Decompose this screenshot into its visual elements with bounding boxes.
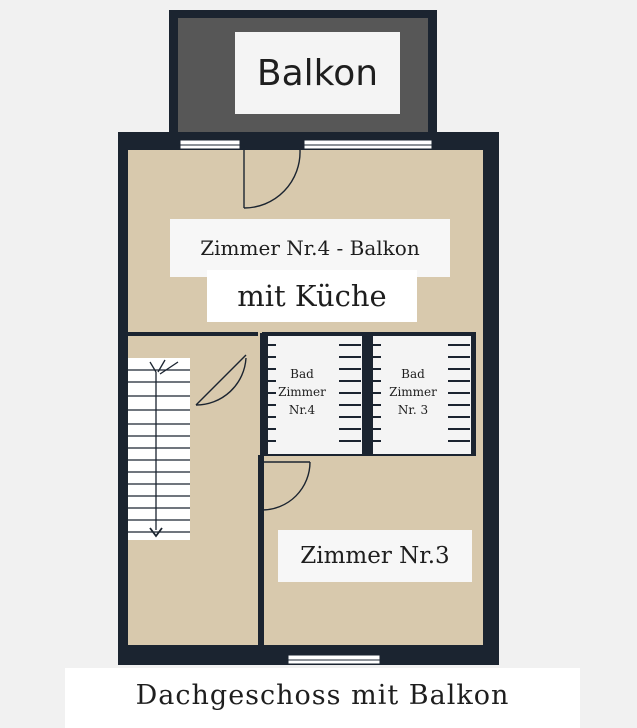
floor-caption: Dachgeschoss mit Balkon bbox=[65, 668, 580, 728]
staircase bbox=[128, 358, 190, 540]
interior-wall bbox=[258, 455, 264, 645]
bathroom-4-label: Bad Zimmer Nr.4 bbox=[278, 367, 326, 417]
bathroom-3-label: Bad Zimmer Nr. 3 bbox=[389, 367, 437, 417]
bathrooms bbox=[262, 332, 476, 456]
balcony-label: Balkon bbox=[235, 32, 400, 114]
room-4-label: Zimmer Nr.4 - Balkon bbox=[170, 219, 450, 277]
room-4-kitchen-label: mit Küche bbox=[207, 270, 417, 322]
room-3-label: Zimmer Nr.3 bbox=[278, 530, 472, 582]
interior-wall-stub bbox=[128, 332, 258, 336]
windows bbox=[179, 139, 433, 665]
doors bbox=[195, 146, 311, 511]
